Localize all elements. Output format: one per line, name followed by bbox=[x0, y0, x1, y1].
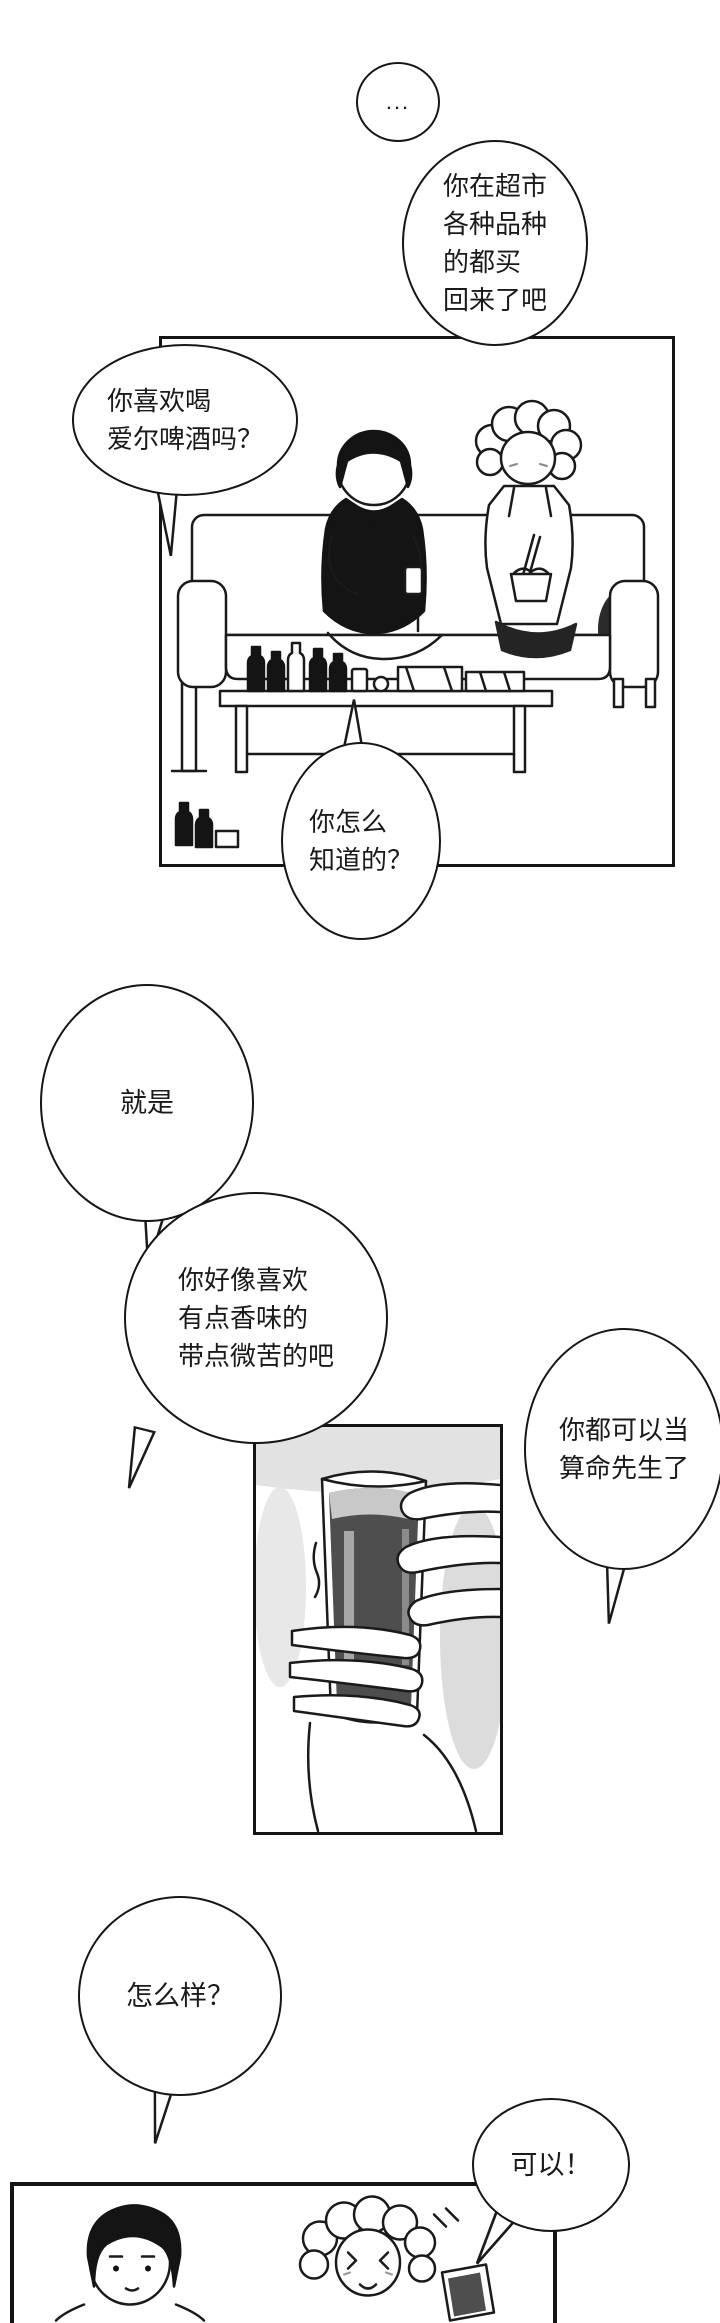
character-curly-hair bbox=[474, 399, 583, 659]
speech-bubble-ellipsis: ... bbox=[356, 62, 440, 142]
speech-bubble-flavor: 你好像喜欢 有点香味的 带点微苦的吧 bbox=[124, 1192, 388, 1444]
panel-living-room bbox=[159, 336, 675, 867]
bubble-text: 你喜欢喝 爱尔啤酒吗？ bbox=[107, 382, 263, 458]
bubble-text-line: 你怎么 bbox=[308, 807, 387, 837]
speech-bubble-jiushi: 就是 bbox=[40, 984, 254, 1222]
bubble-text-line: 你喜欢喝 bbox=[106, 386, 211, 416]
bubble-text-line: 你在超市 bbox=[442, 171, 547, 201]
speech-bubble-supermarket: 你在超市 各种品种 的都买 回来了吧 bbox=[402, 140, 588, 346]
bubble-text: 可以！ bbox=[511, 2146, 592, 2184]
bubble-text: 怎么样？ bbox=[126, 1977, 234, 2015]
beer-glass-illustration bbox=[256, 1427, 500, 1832]
bubble-text-line: 的都买 bbox=[442, 247, 521, 277]
bubble-text-line: 爱尔啤酒吗？ bbox=[106, 424, 263, 454]
bubble-text-line: 带点微苦的吧 bbox=[177, 1341, 334, 1371]
living-room-illustration bbox=[170, 399, 660, 849]
panel-beer-glass bbox=[253, 1424, 503, 1835]
bubble-tail bbox=[127, 1425, 156, 1489]
bubble-text-line: 算命先生了 bbox=[558, 1453, 689, 1483]
bubble-text-line: 各种品种 bbox=[442, 209, 547, 239]
speech-bubble-ale-question: 你喜欢喝 爱尔啤酒吗？ bbox=[72, 344, 298, 496]
bubble-text: ... bbox=[386, 83, 410, 121]
bubble-text: 你在超市 各种品种 的都买 回来了吧 bbox=[443, 167, 547, 319]
bubble-tail bbox=[155, 485, 179, 557]
floor-bottles bbox=[174, 801, 240, 849]
speech-bubble-ok: 可以！ bbox=[472, 2098, 630, 2232]
bubble-text-line: 你都可以当 bbox=[558, 1415, 689, 1445]
character-black-hair bbox=[54, 2204, 206, 2322]
bubble-text-line: 怎么样？ bbox=[126, 1981, 234, 2011]
speech-bubble-how-know: 你怎么 知道的？ bbox=[281, 742, 441, 940]
bubble-text: 你好像喜欢 有点香味的 带点微苦的吧 bbox=[178, 1261, 334, 1375]
character-curly-hair bbox=[298, 2195, 496, 2322]
bubble-text-line: ... bbox=[385, 89, 411, 114]
panel-reaction bbox=[10, 2182, 557, 2323]
character-black-hair bbox=[321, 429, 444, 661]
reaction-illustration bbox=[54, 2195, 496, 2322]
bubble-text: 就是 bbox=[120, 1084, 174, 1122]
bubble-text-line: 知道的？ bbox=[308, 845, 413, 875]
speech-bubble-fortune-teller: 你都可以当 算命先生了 bbox=[524, 1328, 720, 1570]
bubble-text: 你怎么 知道的？ bbox=[309, 803, 413, 879]
bubble-text-line: 回来了吧 bbox=[442, 285, 547, 315]
bubble-text: 你都可以当 算命先生了 bbox=[559, 1411, 689, 1487]
bubble-text-line: 有点香味的 bbox=[177, 1303, 308, 1333]
bubble-text-line: 可以！ bbox=[510, 2150, 592, 2180]
bubble-text-line: 你好像喜欢 bbox=[177, 1265, 308, 1295]
bubble-text-line: 就是 bbox=[120, 1088, 174, 1118]
speech-bubble-how-is-it: 怎么样？ bbox=[78, 1896, 282, 2096]
